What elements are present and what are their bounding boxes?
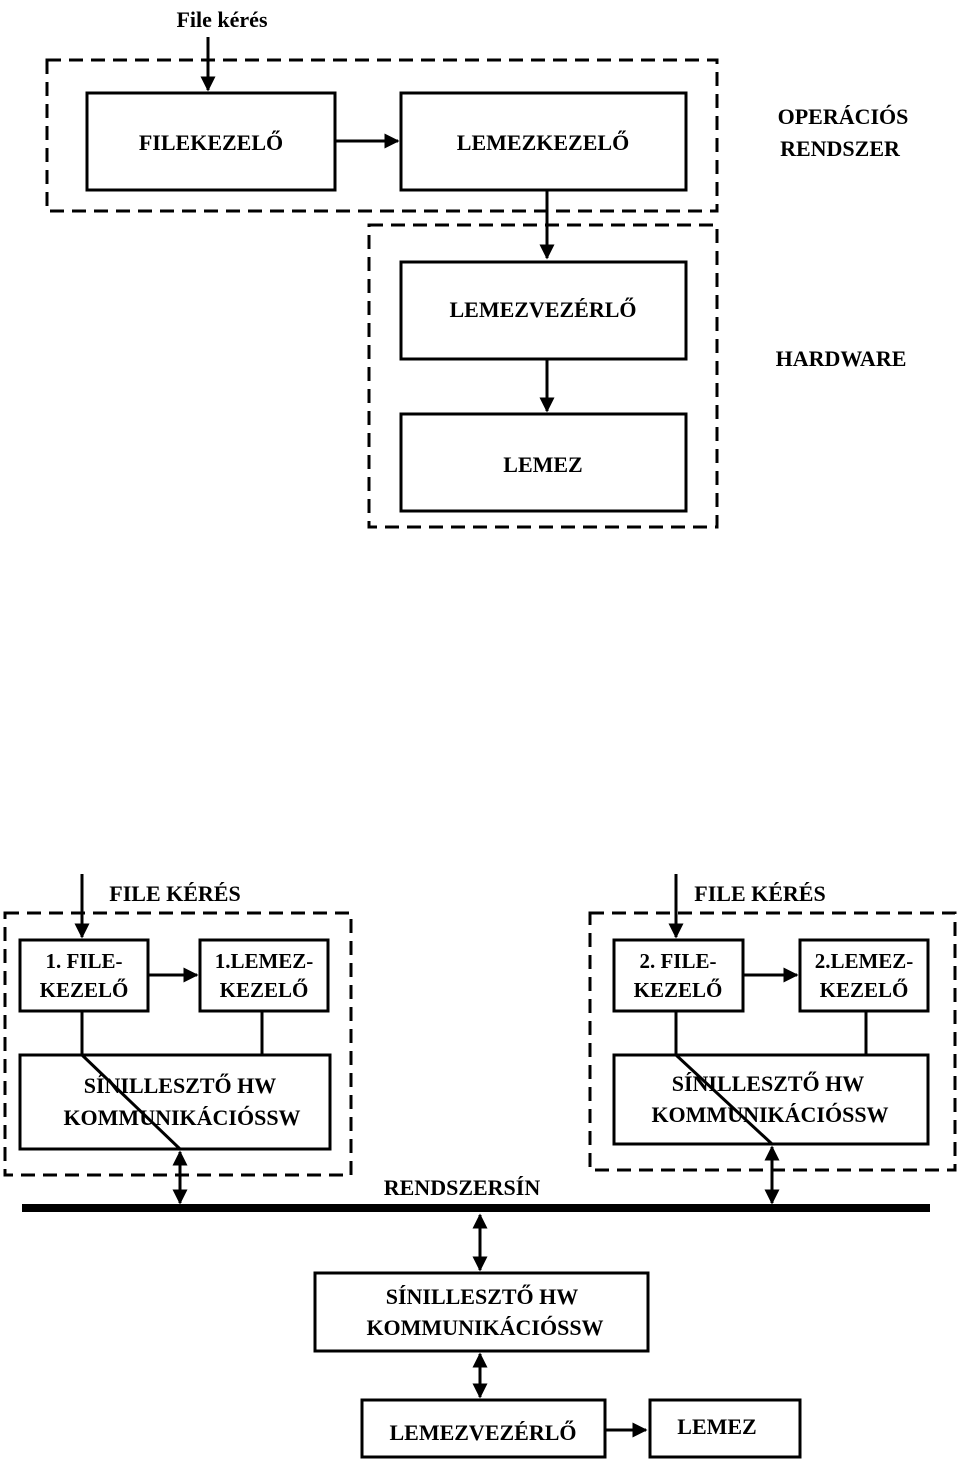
lemezvezerlo-label: LEMEZVEZÉRLŐ bbox=[449, 297, 636, 322]
node2-request-label: FILE KÉRÉS bbox=[694, 881, 825, 906]
node1-request-label: FILE KÉRÉS bbox=[109, 881, 240, 906]
node1-lemezkezelo-line1: 1.LEMEZ- bbox=[215, 949, 314, 973]
node2-adapter-line1: SÍNILLESZTŐ HW bbox=[672, 1071, 865, 1096]
top-request-label: File kérés bbox=[176, 7, 267, 32]
server-lemezvezerlo-box: LEMEZVEZÉRLŐ bbox=[360, 1398, 607, 1459]
bus-label: RENDSZERSÍN bbox=[384, 1175, 541, 1200]
os-label-line1: OPERÁCIÓS bbox=[778, 104, 909, 129]
node-1: FILE KÉRÉS 1. FILE- KEZELŐ 1.LEMEZ- KEZE… bbox=[3, 874, 353, 1205]
lemezkezelo-box: LEMEZKEZELŐ bbox=[399, 91, 688, 192]
server-lemez-label: LEMEZ bbox=[677, 1414, 756, 1439]
node-2: FILE KÉRÉS 2. FILE- KEZELŐ 2.LEMEZ- KEZE… bbox=[588, 874, 957, 1205]
hardware-boundary bbox=[367, 223, 719, 529]
top-diagram: File kérés FILEKEZELŐ LEMEZKEZELŐ LEMEZV… bbox=[45, 7, 909, 529]
os-label-line2: RENDSZER bbox=[780, 136, 901, 161]
os-boundary bbox=[45, 58, 719, 213]
node2-adapter-line2: KOMMUNIKÁCIÓSSW bbox=[651, 1102, 888, 1127]
node2-diagonal-path bbox=[674, 1053, 774, 1146]
system-bus bbox=[22, 1204, 930, 1212]
filekezelo-box: FILEKEZELŐ bbox=[85, 91, 337, 192]
node1-lemezkezelo-box: 1.LEMEZ- KEZELŐ bbox=[198, 938, 330, 1013]
node2-adapter-box: SÍNILLESZTŐ HW KOMMUNIKÁCIÓSSW bbox=[612, 1053, 930, 1146]
hardware-label: HARDWARE bbox=[776, 346, 907, 371]
bottom-diagram: FILE KÉRÉS 1. FILE- KEZELŐ 1.LEMEZ- KEZE… bbox=[3, 874, 957, 1459]
node1-adapter-line2: KOMMUNIKÁCIÓSSW bbox=[63, 1105, 300, 1130]
lemez-box: LEMEZ bbox=[399, 412, 688, 513]
server-adapter-line2: KOMMUNIKÁCIÓSSW bbox=[366, 1315, 603, 1340]
server-lemezvezerlo-label: LEMEZVEZÉRLŐ bbox=[389, 1420, 576, 1445]
server-lemez-box: LEMEZ bbox=[648, 1398, 802, 1459]
filekezelo-label: FILEKEZELŐ bbox=[139, 130, 283, 155]
server-adapter-box: SÍNILLESZTŐ HW KOMMUNIKÁCIÓSSW bbox=[313, 1271, 650, 1353]
node2-lemezkezelo-line2: KEZELŐ bbox=[820, 978, 909, 1002]
node2-lemezkezelo-line1: 2.LEMEZ- bbox=[815, 949, 914, 973]
node2-filekezelo-box: 2. FILE- KEZELŐ bbox=[612, 938, 745, 1013]
node1-diagonal-path bbox=[80, 1053, 182, 1151]
lemez-label: LEMEZ bbox=[503, 452, 582, 477]
node2-filekezelo-line2: KEZELŐ bbox=[634, 978, 723, 1002]
node1-filekezelo-line1: 1. FILE- bbox=[45, 949, 122, 973]
node2-filekezelo-line1: 2. FILE- bbox=[639, 949, 716, 973]
node1-adapter-box: SÍNILLESZTŐ HW KOMMUNIKÁCIÓSSW bbox=[18, 1053, 332, 1151]
node2-lemezkezelo-box: 2.LEMEZ- KEZELŐ bbox=[798, 938, 930, 1013]
node1-lemezkezelo-line2: KEZELŐ bbox=[220, 978, 309, 1002]
server-adapter-line1: SÍNILLESZTŐ HW bbox=[386, 1284, 579, 1309]
node1-filekezelo-box: 1. FILE- KEZELŐ bbox=[18, 938, 150, 1013]
lemezkezelo-label: LEMEZKEZELŐ bbox=[457, 130, 629, 155]
node1-filekezelo-line2: KEZELŐ bbox=[40, 978, 129, 1002]
lemezvezerlo-box: LEMEZVEZÉRLŐ bbox=[399, 260, 688, 361]
